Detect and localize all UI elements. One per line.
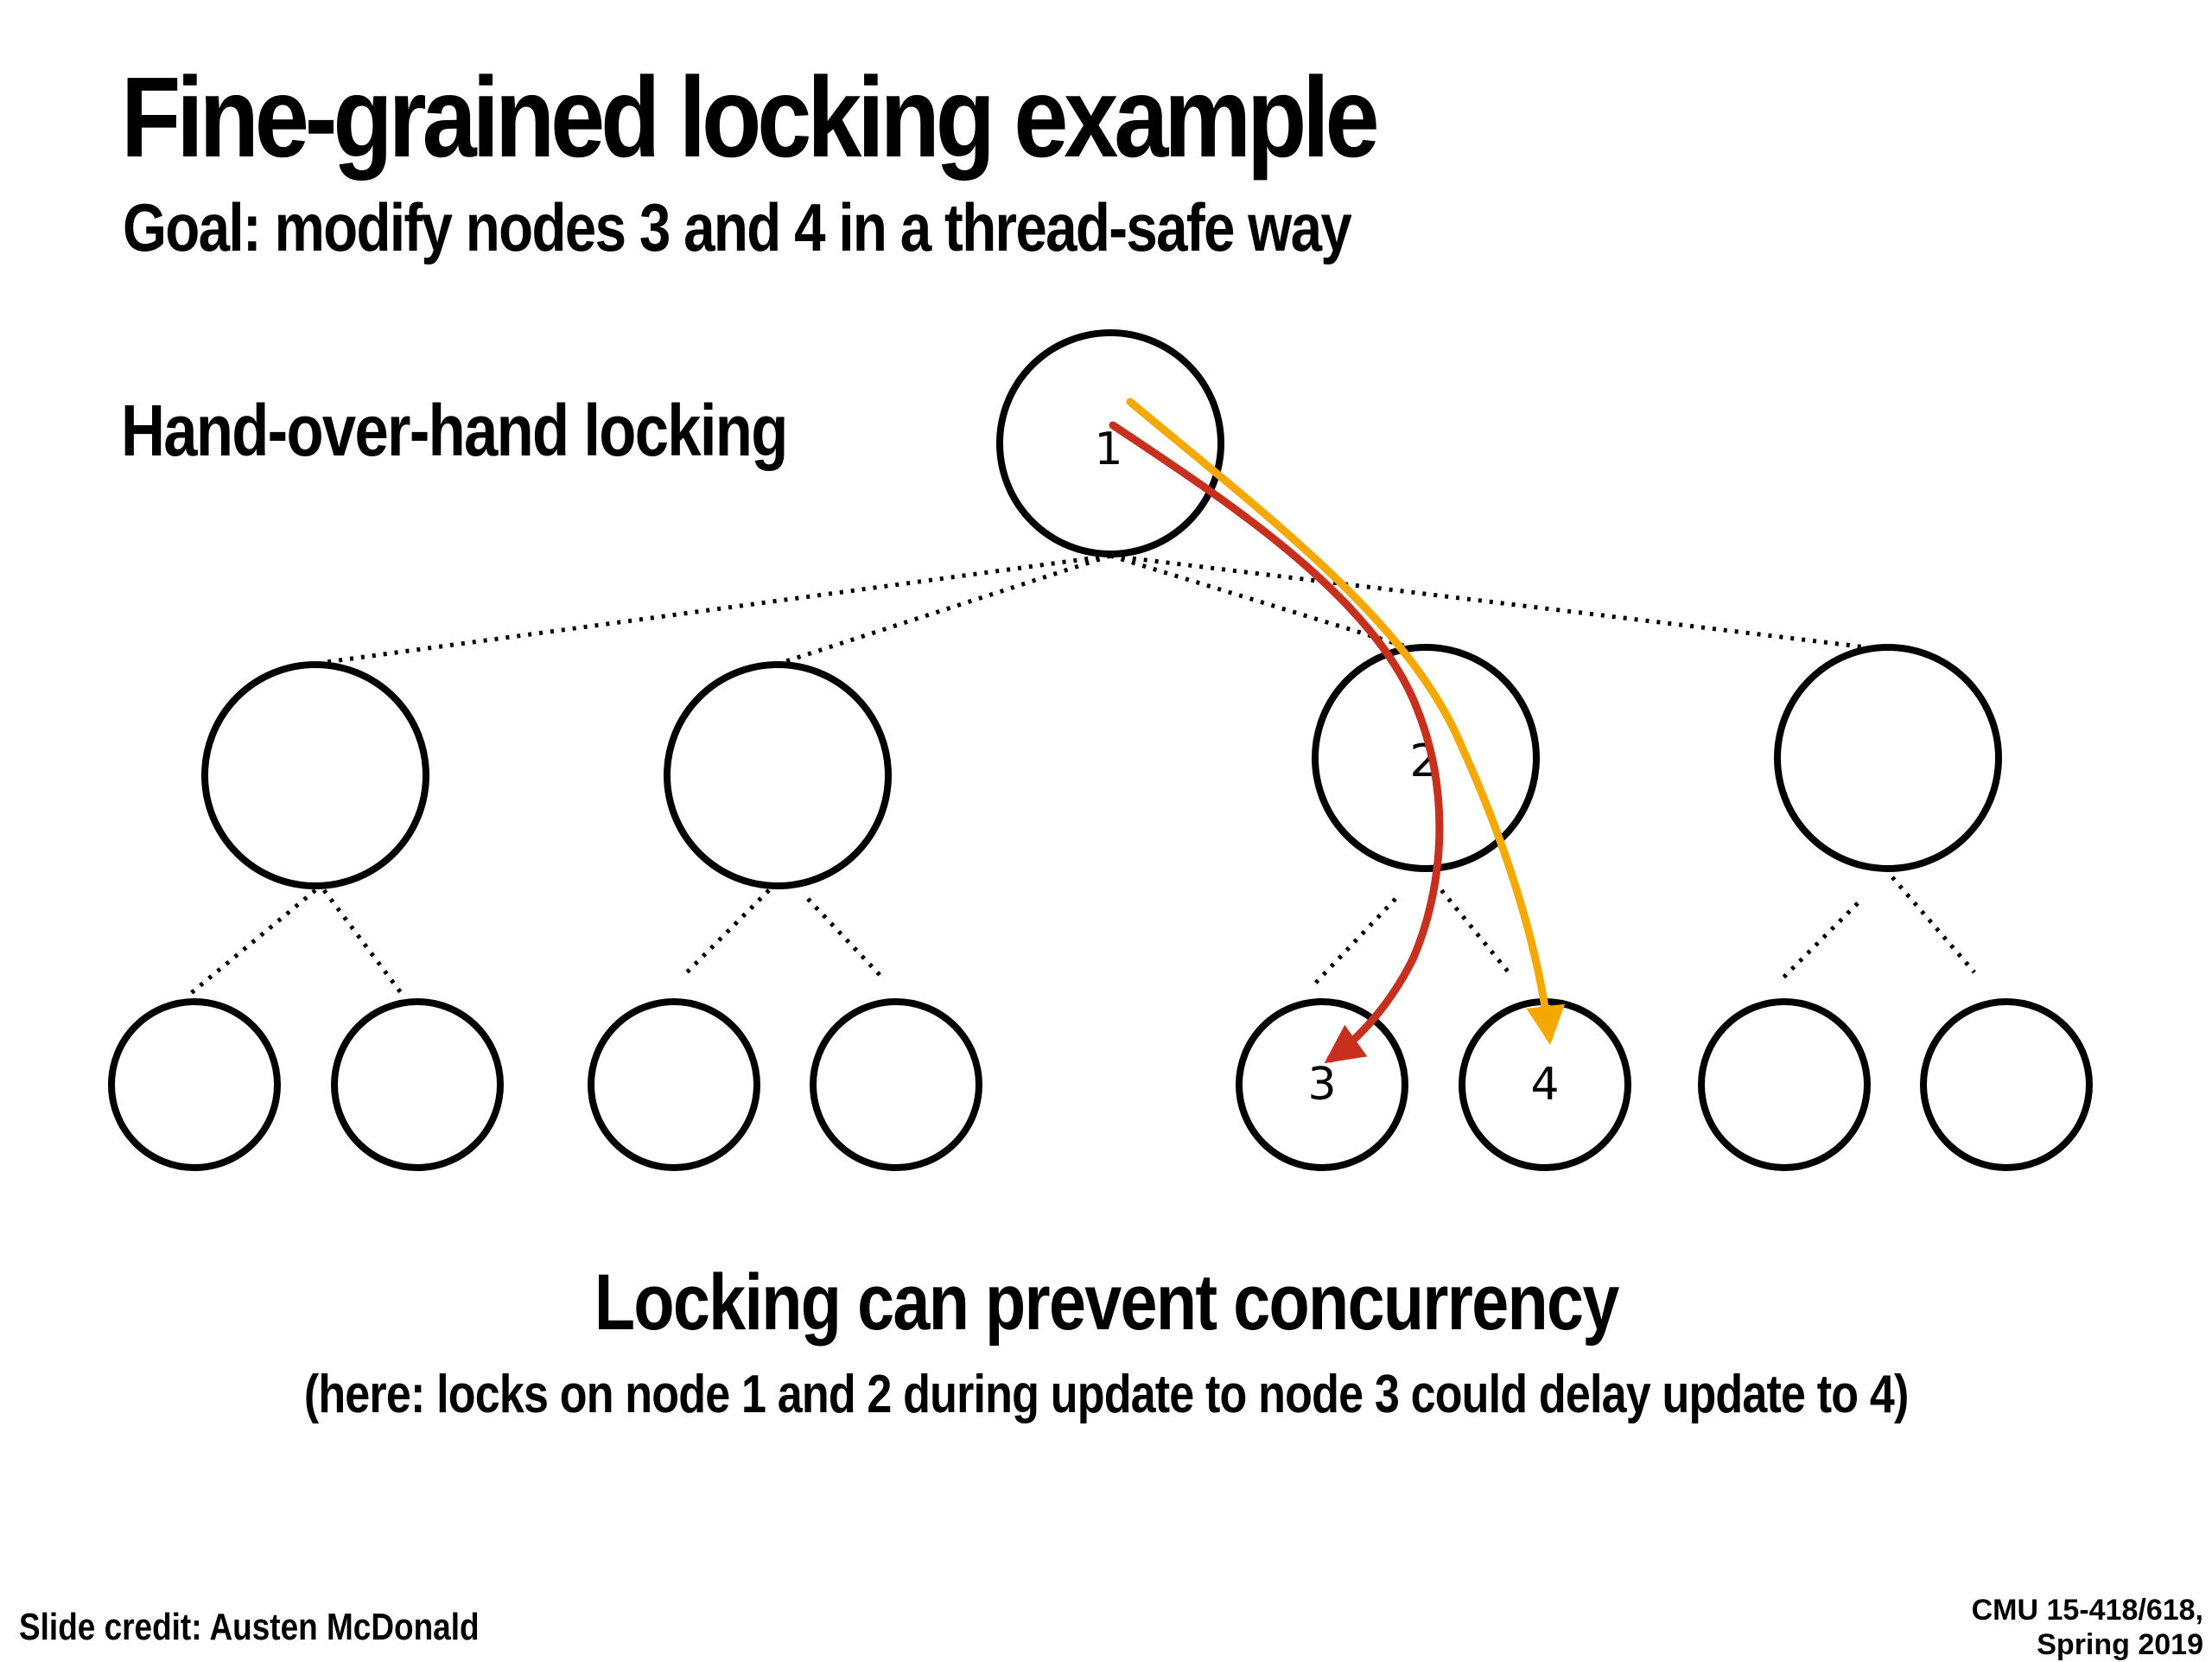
conclusion-heading: Locking can prevent concurrency <box>0 1258 2212 1348</box>
edge-root-a <box>319 553 1111 665</box>
edge-root-b <box>785 553 1111 664</box>
slide-subtitle: Goal: modify nodes 3 and 4 in a thread-s… <box>123 189 1352 265</box>
node-2 <box>1312 644 1540 872</box>
leaf-8 <box>1920 998 2093 1171</box>
edge-b-l3 <box>681 888 771 978</box>
leaf-7 <box>1698 998 1871 1171</box>
edge-b-l4 <box>806 897 883 978</box>
node-4-label: 4 <box>1530 1059 1559 1111</box>
node-level1-b <box>664 661 892 889</box>
slide-title: Fine-grained locking example <box>121 54 1380 181</box>
edge-a-l2 <box>322 888 404 996</box>
edge-node2-node3 <box>1312 897 1397 987</box>
leaf-4 <box>810 998 982 1171</box>
conclusion-text: Locking can prevent concurrency <box>594 1258 1619 1347</box>
traversal-path-to-node-3 <box>1109 421 1444 1064</box>
edge-d-l8 <box>1891 876 1976 974</box>
course-line-2: Spring 2019 <box>2037 1628 2203 1661</box>
node-1-root <box>996 329 1224 557</box>
traversal-path-to-node-4 <box>1126 398 1566 1045</box>
leaf-1 <box>108 998 281 1171</box>
conclusion-detail: (here: locks on node 1 and 2 during upda… <box>0 1364 2212 1425</box>
slide-credit: Slide credit: Austen McDonald <box>19 1606 480 1648</box>
course-line-1: CMU 15-418/618, <box>1971 1594 2203 1627</box>
node-3-label: 3 <box>1307 1059 1336 1111</box>
leaf-2 <box>331 998 504 1171</box>
edges <box>188 553 1976 996</box>
leaf-3 <box>588 998 760 1171</box>
technique-label: Hand-over-hand locking <box>121 390 788 471</box>
edge-root-node2 <box>1109 553 1418 653</box>
edge-node2-node4 <box>1433 880 1514 978</box>
conclusion-detail-text: (here: locks on node 1 and 2 during upda… <box>303 1365 1910 1424</box>
edge-a-l1 <box>188 888 317 996</box>
node-level1-a <box>201 661 429 889</box>
edge-root-d <box>1109 553 1889 653</box>
node-level1-d <box>1774 644 2002 872</box>
course-info: CMU 15-418/618, Spring 2019 <box>1972 1593 2203 1662</box>
edge-d-l7 <box>1778 901 1859 983</box>
